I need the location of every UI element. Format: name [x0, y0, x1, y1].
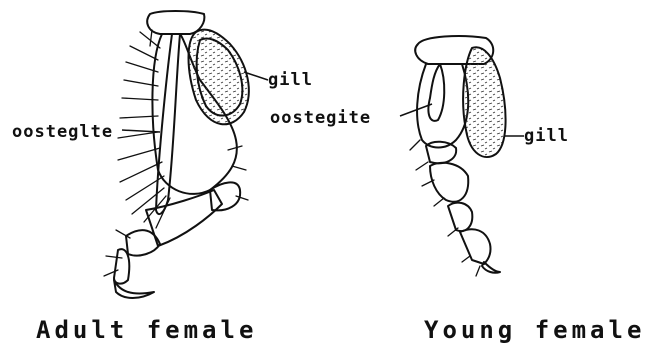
- young-propodus: [460, 229, 491, 264]
- young-leg: [410, 36, 506, 276]
- adult-propodus: [114, 249, 129, 283]
- young-gill-label: gill: [524, 126, 569, 146]
- adult-leg: [104, 11, 249, 298]
- young-gill: [463, 47, 505, 157]
- adult-oostegite-label: oosteglte: [12, 122, 113, 142]
- young-ischium: [426, 142, 456, 164]
- young-dactyl: [482, 262, 500, 273]
- young-oostegite-label: oostegite: [270, 108, 371, 128]
- young-caption: Young female: [424, 316, 645, 344]
- young-merus: [430, 163, 468, 202]
- adult-coxal-plate: [147, 11, 204, 34]
- young-oostegite-leader: [400, 104, 432, 116]
- adult-gill-label: gill: [268, 70, 313, 90]
- young-oostegite: [428, 64, 444, 121]
- adult-oostegite: [156, 34, 180, 214]
- young-carpus: [448, 203, 472, 231]
- adult-caption: Adult female: [36, 316, 257, 344]
